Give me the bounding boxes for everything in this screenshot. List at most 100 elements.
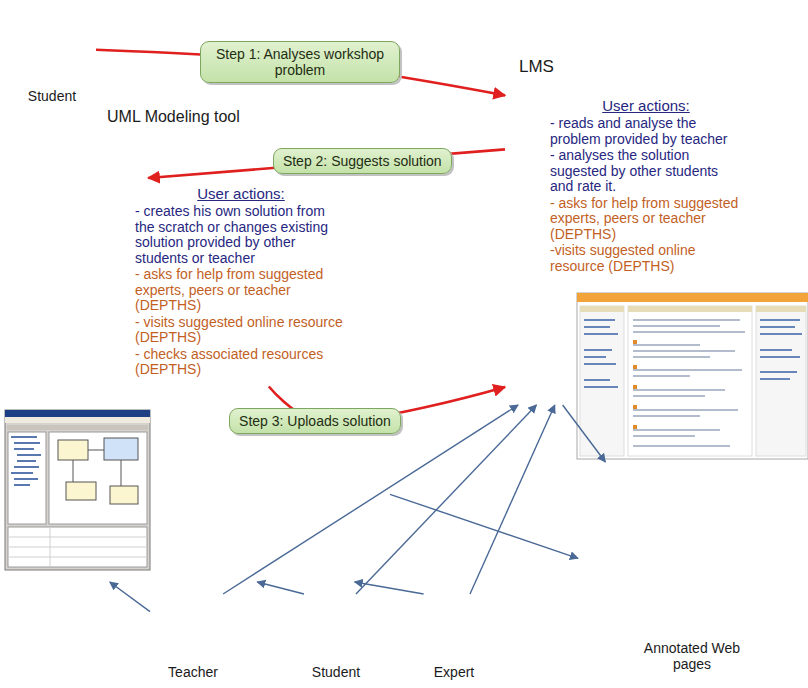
photo-outline xyxy=(151,595,235,661)
window-title xyxy=(728,532,802,538)
person-label: Student xyxy=(8,88,96,105)
tree-items xyxy=(11,437,41,485)
column-headers xyxy=(580,306,806,312)
person-head xyxy=(441,610,467,636)
action-item: - checks associated resources (DEPTHS) xyxy=(135,347,347,378)
header-bar xyxy=(577,293,808,302)
student-figure: Student xyxy=(296,594,376,682)
photo-outline xyxy=(297,595,375,661)
photo xyxy=(150,594,236,662)
photo xyxy=(8,2,96,86)
window-text-lines xyxy=(655,583,760,628)
step-text: Step 3: Uploads solution xyxy=(239,413,391,429)
window-image xyxy=(655,581,690,600)
person-head xyxy=(323,610,349,636)
usage-arrow xyxy=(355,582,424,594)
center-column xyxy=(628,306,752,456)
window-title xyxy=(586,484,704,490)
photo-ground xyxy=(150,594,236,662)
window-frame xyxy=(586,484,704,568)
class-box xyxy=(104,438,138,460)
step-text: Step 1: Analyses workshop problem xyxy=(210,46,390,78)
person-hair xyxy=(322,608,349,622)
window-image xyxy=(591,495,626,520)
menu-bar xyxy=(5,417,150,423)
panel-title: UML Modeling tool xyxy=(107,107,378,126)
step-label: Step 3: Uploads solution xyxy=(229,408,401,434)
class-box xyxy=(110,486,138,504)
action-item: - creates his own solution from the scra… xyxy=(135,204,347,266)
window-image xyxy=(599,551,637,579)
window-text-lines xyxy=(591,497,698,551)
uml-tool-screenshot xyxy=(5,410,150,570)
photo-outline xyxy=(415,595,493,661)
window-frame xyxy=(594,540,722,632)
connectors xyxy=(96,50,605,612)
action-item: - visits suggested online resource (DEPT… xyxy=(135,315,347,346)
window-text-lines xyxy=(733,545,796,606)
action-item: - asks for help from suggested experts, … xyxy=(135,267,347,314)
collage-label: Annotated Web pages xyxy=(632,640,752,672)
window-frame xyxy=(682,500,800,588)
collage xyxy=(578,462,806,638)
photo-ground xyxy=(296,594,376,662)
window-text-lines xyxy=(599,553,716,610)
action-item: - asks for help from suggested experts, … xyxy=(550,196,742,243)
person-ground xyxy=(8,2,96,86)
photo xyxy=(296,594,376,662)
person-label: Teacher xyxy=(150,664,236,681)
student-figure: Student xyxy=(8,2,96,108)
person-neck xyxy=(332,629,340,639)
browser-window xyxy=(636,466,748,546)
usage-arrow xyxy=(110,582,150,612)
window-title xyxy=(682,500,800,506)
action-item: - reads and analyse the problem provided… xyxy=(550,116,742,147)
usage-arrow xyxy=(563,405,606,462)
link-lines xyxy=(584,320,802,387)
browser-window xyxy=(650,570,766,634)
left-column xyxy=(580,306,624,456)
content-lines xyxy=(633,320,745,446)
window-title xyxy=(594,540,722,546)
action-item: -visits suggested online resource (DEPTH… xyxy=(550,243,742,274)
actions-heading: User actions: xyxy=(135,185,347,203)
window-frame xyxy=(5,410,150,570)
person-body xyxy=(307,638,365,662)
panel-title: LMS xyxy=(519,57,753,77)
person-label: Student xyxy=(296,664,376,681)
person-ground xyxy=(150,594,236,662)
photo-content xyxy=(150,594,236,662)
step-label: Step 1: Analyses workshop problem xyxy=(200,41,400,83)
user-actions-box: User actions:- creates his own solution … xyxy=(125,178,357,387)
usage-arrow xyxy=(390,494,578,558)
diagram-canvas xyxy=(49,432,147,524)
step-text: Step 2: Suggests solution xyxy=(283,153,442,169)
actions-heading: User actions: xyxy=(550,97,742,115)
window-title xyxy=(636,466,748,472)
user-actions-box: User actions:- reads and analyse the pro… xyxy=(540,90,752,283)
browser-window xyxy=(682,500,800,588)
usage-arrow xyxy=(257,582,304,594)
window-image xyxy=(641,477,675,501)
person-body xyxy=(425,638,483,662)
browser-window xyxy=(586,484,704,568)
photo-outline xyxy=(9,3,95,85)
person-ground xyxy=(414,594,494,662)
association-lines xyxy=(73,450,121,486)
usage-arrow xyxy=(470,405,555,594)
lms-screenshot xyxy=(577,293,808,459)
person-hair xyxy=(440,608,467,622)
window-frame xyxy=(636,466,748,546)
right-column xyxy=(756,306,806,456)
window-title xyxy=(650,570,766,576)
step-label: Step 2: Suggests solution xyxy=(273,148,452,174)
person-head xyxy=(180,610,206,636)
web-ground xyxy=(578,462,806,638)
person-head xyxy=(36,21,68,53)
browser-window xyxy=(594,540,722,632)
usage-arrow xyxy=(223,405,518,594)
photo-ground xyxy=(8,2,96,86)
window-image xyxy=(687,511,722,537)
window-text-lines xyxy=(641,479,742,531)
expert-figure: Expert xyxy=(414,594,494,682)
